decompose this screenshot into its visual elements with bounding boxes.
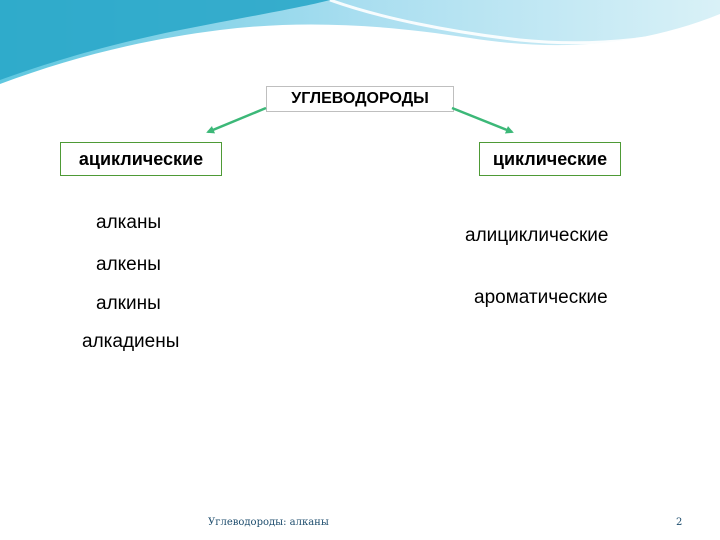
page-number: 2 [676, 517, 682, 528]
footer-caption: Углеводороды: алканы [208, 517, 329, 528]
node-acyclic: ациклические [60, 142, 222, 176]
term-alkadienes: алкадиены [82, 332, 179, 351]
term-aromatic: ароматические [474, 288, 608, 307]
term-alkynes: алкины [96, 294, 161, 313]
term-alkanes: алканы [96, 213, 161, 232]
node-cyclic: циклические [479, 142, 621, 176]
node-acyclic-label: ациклические [79, 149, 203, 170]
arrow-to-acyclic [208, 108, 266, 132]
arrow-to-cyclic [452, 108, 512, 132]
term-alkenes: алкены [96, 255, 161, 274]
term-alicyclic: алициклические [465, 226, 608, 245]
node-cyclic-label: циклические [493, 149, 607, 170]
